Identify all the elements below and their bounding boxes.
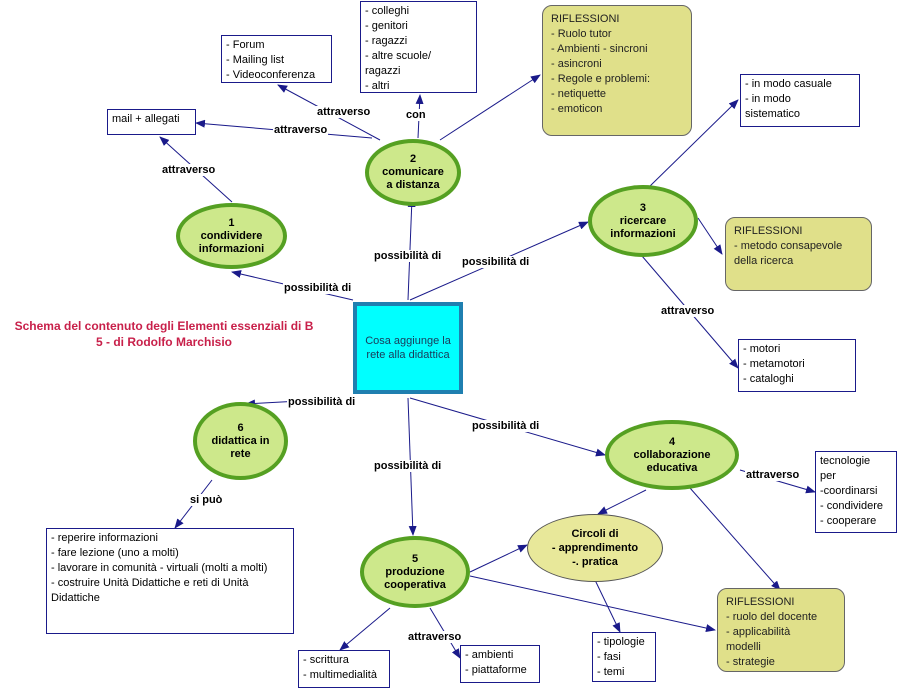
box-motori: - motori - metamotori - cataloghi [738,339,856,392]
node-5: 5 produzione cooperativa [360,536,470,608]
label-attraverso-mail: attraverso [273,124,329,136]
edge-n3-casuale [647,99,739,189]
box-mail: mail + allegati [107,109,196,135]
box-scrittura: - scrittura - multimedialità [298,650,390,688]
label-possibilita-n4: possibilità di [471,420,541,432]
edge-n5-circoli [469,544,528,573]
box-reperire: - reperire informazioni - fare lezione (… [46,528,294,634]
label-possibilita-n1: possibilità di [283,282,353,294]
node-4: 4 collaborazione educativa [605,420,739,490]
node-3: 3 ricercare informazioni [588,185,698,257]
label-attraverso-n1: attraverso [161,164,217,176]
edge-circoli-tipologie [594,579,621,633]
center-node: Cosa aggiunge la rete alla didattica [353,302,463,394]
edge-n4-circoli [597,489,647,515]
box-colleghi: - colleghi - genitori - ragazzi - altre … [360,1,477,93]
diagram-title: Schema del contenuto degli Elementi esse… [14,319,314,349]
box-forum: - Forum - Mailing list - Videoconferenza [221,35,332,83]
edge-n3-riflessioni2 [697,217,723,255]
note-riflessioni-3: RIFLESSIONI - ruolo del docente - applic… [717,588,845,672]
label-si-puo: si può [189,494,224,506]
edge-center-n2 [407,197,416,301]
edge-n5-riflessioni3 [469,575,716,632]
label-possibilita-n6: possibilità di [287,396,357,408]
label-possibilita-n3: possibilità di [461,256,531,268]
label-possibilita-n5: possibilità di [373,460,443,472]
label-attraverso-n4: attraverso [745,469,801,481]
edge-n4-riflessioni3 [689,487,781,591]
node-2: 2 comunicare a distanza [365,139,461,206]
node-circoli: Circoli di - apprendimento -. pratica [527,514,663,582]
box-tecnologie: tecnologie per -coordinarsi - condivider… [815,451,897,533]
label-attraverso-n3: attraverso [660,305,716,317]
box-ambienti: - ambienti - piattaforme [460,645,540,683]
label-con: con [405,109,427,121]
edge-n5-scrittura [339,607,391,651]
note-riflessioni-1: RIFLESSIONI - Ruolo tutor - Ambienti - s… [542,5,692,136]
note-riflessioni-2: RIFLESSIONI - metodo consapevole della r… [725,217,872,291]
label-attraverso-n5: attraverso [407,631,463,643]
box-tipologie: - tipologie - fasi - temi [592,632,656,682]
edge-n2-riflessioni1 [439,74,541,141]
node-1: 1 condividere informazioni [176,203,287,269]
label-possibilita-n2: possibilità di [373,250,443,262]
label-attraverso-forum: attraverso [316,106,372,118]
node-6: 6 didattica in rete [193,402,288,480]
box-casuale: - in modo casuale - in modo sistematico [740,74,860,127]
